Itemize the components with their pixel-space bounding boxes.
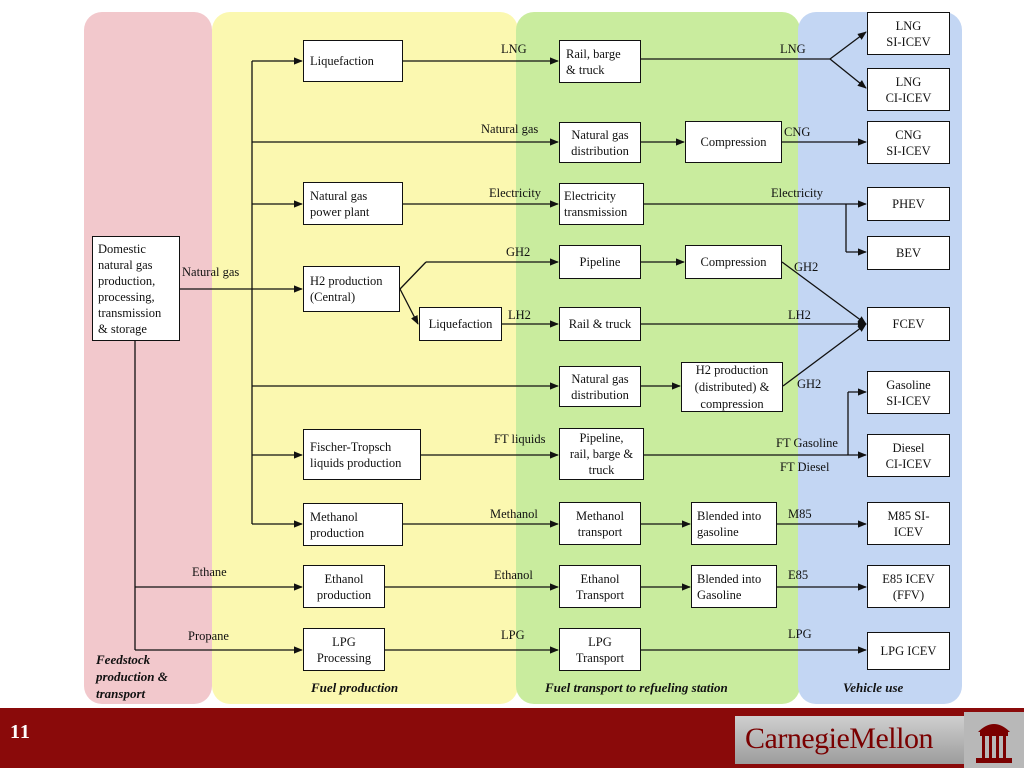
blended-methanol-box: Blended into gasoline <box>691 502 777 545</box>
label-lh2-2: LH2 <box>788 308 811 322</box>
label-ethane: Ethane <box>192 565 227 579</box>
ethanol-production-box: Ethanol production <box>303 565 385 608</box>
label-lng-2: LNG <box>780 42 806 56</box>
rail-barge-truck-box: Rail, barge & truck <box>559 40 641 83</box>
pipeline-rail-barge-truck-box: Pipeline, rail, barge & truck <box>559 428 644 480</box>
carnegie-mellon-logo: CarnegieMellon <box>745 722 933 755</box>
label-lng-1: LNG <box>501 42 527 56</box>
lpg-transport-box: LPG Transport <box>559 628 641 671</box>
lpg-processing-box: LPG Processing <box>303 628 385 671</box>
e85-icev-box: E85 ICEV (FFV) <box>867 565 950 608</box>
label-natural-gas-2: Natural gas <box>481 122 539 136</box>
gasoline-si-icev-box: Gasoline SI-ICEV <box>867 371 950 414</box>
diesel-ci-icev-box: Diesel CI-ICEV <box>867 434 950 477</box>
label-gh2-3: GH2 <box>797 377 822 391</box>
liquefaction-h2-box: Liquefaction <box>419 307 502 341</box>
label-m85: M85 <box>788 507 812 521</box>
label-ft-diesel: FT Diesel <box>780 460 830 474</box>
label-methanol: Methanol <box>490 507 538 521</box>
blended-ethanol-box: Blended into Gasoline <box>691 565 777 608</box>
label-electricity-1: Electricity <box>489 186 542 200</box>
lng-si-icev-box: LNG SI-ICEV <box>867 12 950 55</box>
cng-si-icev-box: CNG SI-ICEV <box>867 121 950 164</box>
label-lpg-2: LPG <box>788 627 812 641</box>
feedstock-lane-title: Feedstock production & transport <box>96 652 168 701</box>
label-propane: Propane <box>188 629 229 643</box>
label-lpg-1: LPG <box>501 628 525 642</box>
compression-gh2-box: Compression <box>685 245 782 279</box>
label-gh2-2: GH2 <box>794 260 819 274</box>
fuel-transport-lane-title: Fuel transport to refueling station <box>545 680 728 695</box>
label-natural-gas-main: Natural gas <box>182 265 240 279</box>
liquefaction-box: Liquefaction <box>303 40 403 82</box>
methanol-production-box: Methanol production <box>303 503 403 546</box>
ng-power-plant-box: Natural gas power plant <box>303 182 403 225</box>
label-ft-liquids: FT liquids <box>494 432 546 446</box>
slide-number: 11 <box>10 721 31 743</box>
phev-box: PHEV <box>867 187 950 221</box>
label-electricity-2: Electricity <box>771 186 824 200</box>
h2-central-box: H2 production (Central) <box>303 266 400 312</box>
label-ft-gasoline: FT Gasoline <box>776 436 838 450</box>
ng-distribution-2-box: Natural gas distribution <box>559 366 641 407</box>
fuel-production-lane-title: Fuel production <box>311 680 399 695</box>
compression-cng-box: Compression <box>685 121 782 163</box>
building-emblem-icon <box>964 712 1024 768</box>
domestic-natural-gas-box: Domestic natural gas production, process… <box>92 236 180 341</box>
label-gh2-1: GH2 <box>506 245 531 259</box>
m85-si-icev-box: M85 SI- ICEV <box>867 502 950 545</box>
electricity-transmission-box: Electricity transmission <box>559 183 644 225</box>
lpg-icev-box: LPG ICEV <box>867 632 950 670</box>
label-cng: CNG <box>784 125 811 139</box>
ethanol-transport-box: Ethanol Transport <box>559 565 641 608</box>
methanol-transport-box: Methanol transport <box>559 502 641 545</box>
rail-truck-box: Rail & truck <box>559 307 641 341</box>
vehicle-use-lane-title: Vehicle use <box>843 680 904 695</box>
lng-ci-icev-box: LNG CI-ICEV <box>867 68 950 111</box>
label-lh2-1: LH2 <box>508 308 531 322</box>
label-e85: E85 <box>788 568 809 582</box>
bev-box: BEV <box>867 236 950 270</box>
fcev-box: FCEV <box>867 307 950 341</box>
label-ethanol: Ethanol <box>494 568 533 582</box>
fischer-tropsch-box: Fischer-Tropsch liquids production <box>303 429 421 480</box>
h2-distributed-box: H2 production (distributed) & compressio… <box>681 362 783 412</box>
pipeline-box: Pipeline <box>559 245 641 279</box>
feedstock-lane <box>84 12 212 704</box>
ng-distribution-box: Natural gas distribution <box>559 122 641 163</box>
